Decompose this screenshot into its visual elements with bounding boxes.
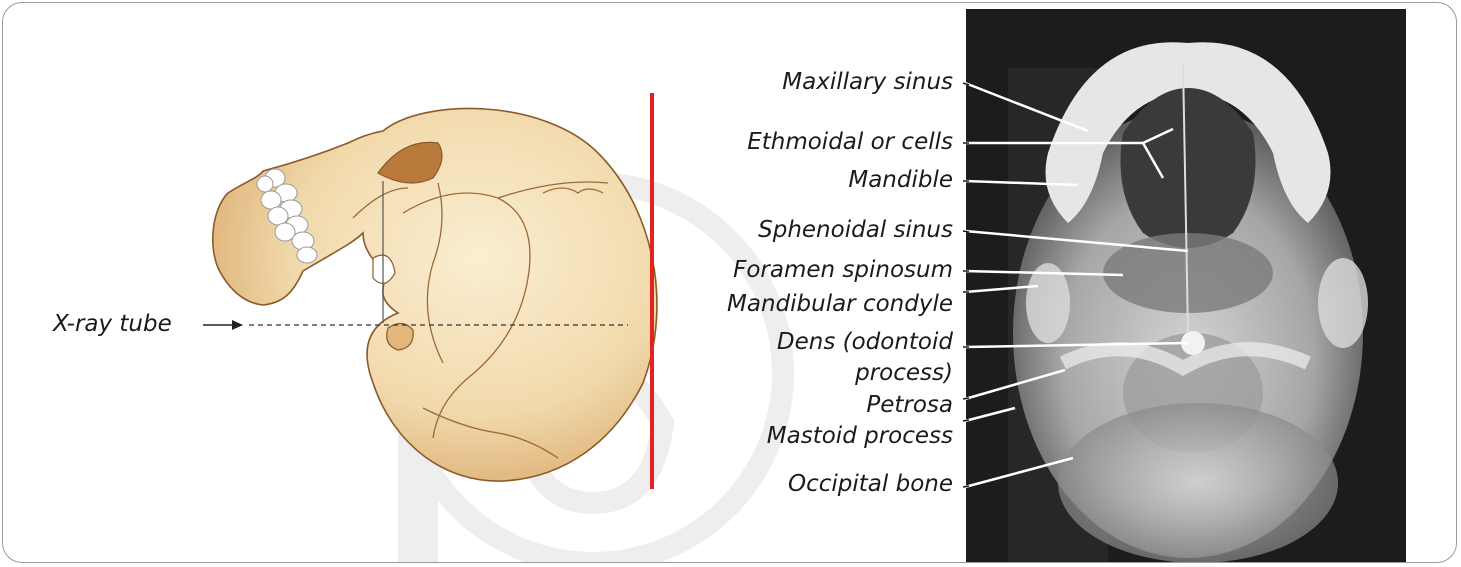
skull-illustration bbox=[213, 108, 657, 481]
label-mandible: Mandible bbox=[848, 167, 953, 193]
label-sphenoidal-sinus: Sphenoidal sinus bbox=[758, 217, 953, 243]
xray-tube-label: X-ray tube bbox=[53, 311, 172, 337]
label-petrosa: Petrosa bbox=[866, 392, 953, 418]
label-mandibular-condyle: Mandibular condyle bbox=[727, 291, 953, 317]
label-foramen-spinosum: Foramen spinosum bbox=[733, 257, 953, 283]
label-dens-line1: Dens (odontoid bbox=[777, 329, 953, 355]
label-occipital-bone: Occipital bone bbox=[788, 471, 953, 497]
label-ethmoidal-cells: Ethmoidal or cells bbox=[747, 129, 953, 155]
label-dens-line2: process) bbox=[855, 360, 953, 386]
label-mastoid-process: Mastoid process bbox=[767, 423, 953, 449]
figure-illustration bbox=[3, 3, 1457, 563]
label-maxillary-sinus: Maxillary sinus bbox=[782, 69, 953, 95]
